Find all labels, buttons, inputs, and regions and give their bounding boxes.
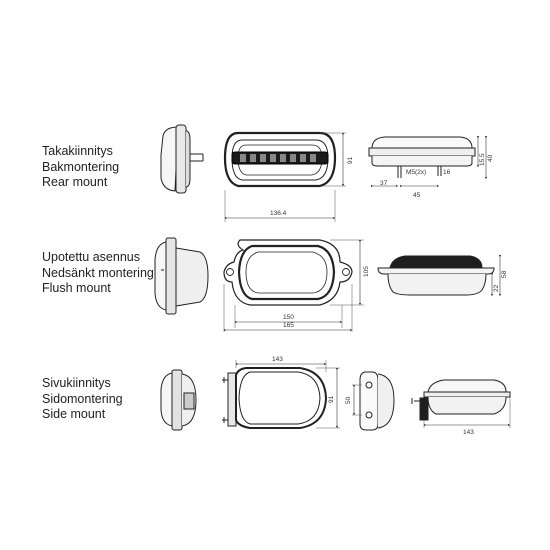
- side-mount-label: Sivukiinnitys Sidomontering Side mount: [42, 376, 123, 423]
- rear-mount-label-en: Rear mount: [42, 175, 108, 189]
- flush-mount-side-elevation: [377, 254, 502, 297]
- side-profile-width-dim: 143: [463, 429, 474, 436]
- side-bracket-50-dim: 50: [345, 396, 352, 404]
- side-mount-side-profile: [160, 369, 197, 431]
- rear-side-16-dim: 16: [443, 169, 451, 176]
- side-mount-label-en: Side mount: [42, 407, 106, 421]
- rear-side-15-5-dim: 15.5: [479, 153, 486, 166]
- rear-mount-front-view: [223, 131, 346, 222]
- flush-mount-label-en: Flush mount: [42, 281, 111, 295]
- rear-mount-label-sv: Bakmontering: [42, 159, 120, 174]
- flush-mount-front-view: [223, 239, 364, 332]
- flush-mount-label-sv: Nedsänkt montering: [42, 265, 154, 280]
- side-mount-label-fi: Sivukiinnitys: [42, 376, 111, 390]
- rear-side-37-dim: 37: [380, 180, 388, 187]
- side-mount-front-view: [222, 360, 340, 429]
- flush-inner-width-dim: 150: [283, 314, 294, 321]
- side-width-dim: 143: [272, 356, 283, 363]
- side-mount-label-sv: Sidomontering: [42, 391, 123, 406]
- rear-front-width-dim: 136.4: [270, 210, 287, 217]
- flush-height-dim: 105: [363, 266, 370, 277]
- rear-mount-side-elevation: [368, 135, 488, 188]
- flush-mount-label-fi: Upotettu asennus: [42, 250, 140, 264]
- flush-side-22-dim: 22: [493, 284, 500, 292]
- flush-mount-label: Upotettu asennus Nedsänkt montering Flus…: [42, 250, 154, 297]
- rear-front-height-dim: 91: [347, 156, 354, 164]
- rear-side-40-dim: 40: [487, 154, 494, 162]
- rear-side-thread-dim: M5(2x): [406, 169, 426, 176]
- side-height-dim: 91: [328, 395, 335, 403]
- flush-outer-width-dim: 165: [283, 322, 294, 329]
- flush-mount-side-profile: [154, 237, 209, 315]
- side-mount-side-elevation: [411, 379, 511, 428]
- rear-mount-label-fi: Takakiinnitys: [42, 144, 113, 158]
- rear-mount-side-profile: [160, 124, 204, 194]
- rear-mount-label: Takakiinnitys Bakmontering Rear mount: [42, 144, 119, 191]
- rear-side-45-dim: 45: [413, 192, 421, 199]
- side-mount-bracket-view: [352, 371, 395, 431]
- flush-side-58-dim: 58: [501, 270, 508, 278]
